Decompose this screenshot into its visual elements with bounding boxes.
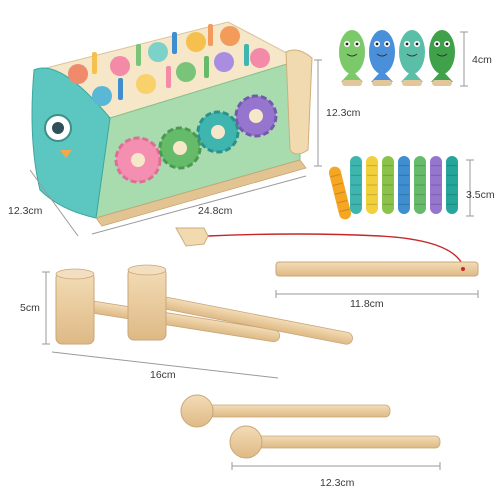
- mole-peg: [92, 86, 112, 106]
- mole-peg: [148, 42, 168, 62]
- box-end-panel: [285, 49, 313, 155]
- worm-toy: [430, 156, 442, 214]
- mole-pegs: [68, 26, 270, 106]
- mole-peg: [136, 74, 156, 94]
- box-length-label: 24.8cm: [198, 205, 233, 217]
- mole-peg: [220, 26, 240, 46]
- dimension-labels: 4cm 12.3cm 12.3cm 24.8cm 3.5cm 11.8cm 5c…: [8, 54, 495, 489]
- mole-peg: [68, 64, 88, 84]
- box-height-label: 12.3cm: [326, 107, 361, 119]
- hammer-length-label: 16cm: [150, 369, 176, 381]
- worm-toy: [398, 156, 410, 214]
- mole-peg: [110, 56, 130, 76]
- hammer-head-label: 5cm: [20, 302, 40, 314]
- rod-magnet: [175, 227, 209, 247]
- owl-side-panel: [31, 67, 111, 219]
- worm-group: [328, 156, 458, 220]
- box-depth-label: 12.3cm: [8, 205, 43, 217]
- hammer-head: [55, 271, 95, 345]
- hammer-head: [127, 267, 167, 341]
- game-box: [31, 21, 313, 227]
- mallet-ball: [229, 425, 263, 459]
- worm-toy: [382, 156, 394, 214]
- fishing-rod: [175, 227, 479, 277]
- worm-toy: [366, 156, 378, 214]
- rod-string: [207, 233, 465, 269]
- mallets: [180, 394, 441, 459]
- worm-toy: [446, 156, 458, 214]
- fish-toy: [339, 30, 365, 86]
- worm-toy: [328, 166, 352, 220]
- worm-toy: [350, 156, 362, 214]
- fish-toy: [429, 30, 455, 86]
- fish-toy: [369, 30, 395, 86]
- worm-height-label: 3.5cm: [466, 189, 495, 201]
- mallet-length-label: 12.3cm: [320, 477, 355, 489]
- color-pins: [92, 24, 249, 100]
- rod-stick: [275, 261, 479, 277]
- dimension-lines: [29, 31, 479, 470]
- worm-toy: [414, 156, 426, 214]
- fish-toy: [399, 30, 425, 86]
- mallet-ball: [180, 394, 214, 428]
- gears: [114, 94, 278, 184]
- mole-peg: [214, 52, 234, 72]
- fish-height-label: 4cm: [472, 54, 492, 66]
- mole-peg: [176, 62, 196, 82]
- mallet-handle: [253, 435, 441, 449]
- mallet-handle: [205, 404, 391, 418]
- hammers: [55, 264, 353, 345]
- fish-group: [339, 30, 455, 86]
- rod-length-label: 11.8cm: [350, 298, 384, 310]
- mole-peg: [250, 48, 270, 68]
- mole-peg: [186, 32, 206, 52]
